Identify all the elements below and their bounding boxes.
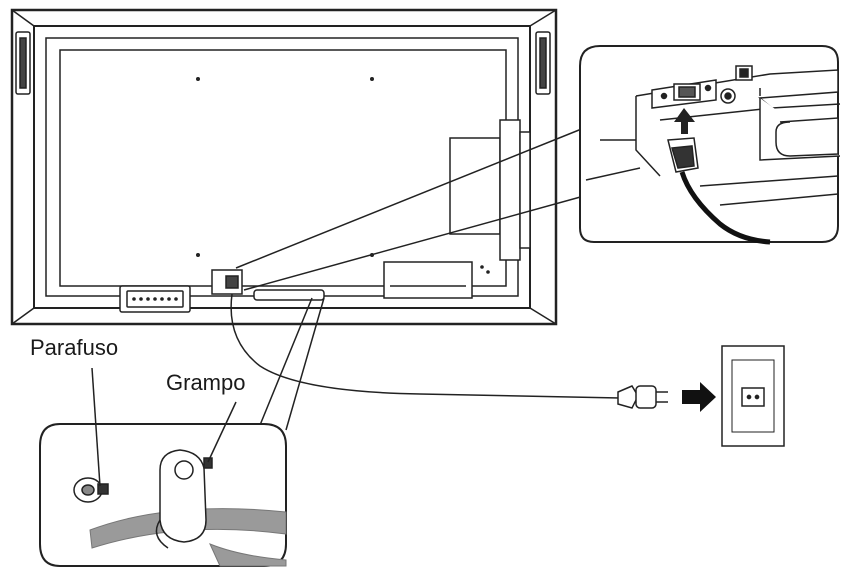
ac-inlet [211,269,243,295]
right-handle [535,31,551,95]
cable-clamp-bar [253,289,325,301]
label-leaders [91,367,237,487]
inset-power-inlet [579,45,841,245]
zoom-lines-top [235,127,585,291]
screw-icon [73,477,109,503]
insert-arrow-right [682,382,716,412]
label-clamp: Grampo [166,370,246,395]
zoom-lines-bottom [257,297,325,431]
power-cable [230,293,621,399]
inset-cable-clamp [39,423,287,567]
power-plug-iec [667,137,771,245]
bottom-connector [119,285,191,313]
left-handle [15,31,31,95]
wall-plug [617,385,668,409]
label-screw: Parafuso [30,335,119,360]
wall-outlet [721,345,785,447]
insert-arrow-up [674,108,695,134]
clamp-icon [155,449,213,549]
bottom-right-box [383,261,473,299]
mount-holes [196,77,490,274]
